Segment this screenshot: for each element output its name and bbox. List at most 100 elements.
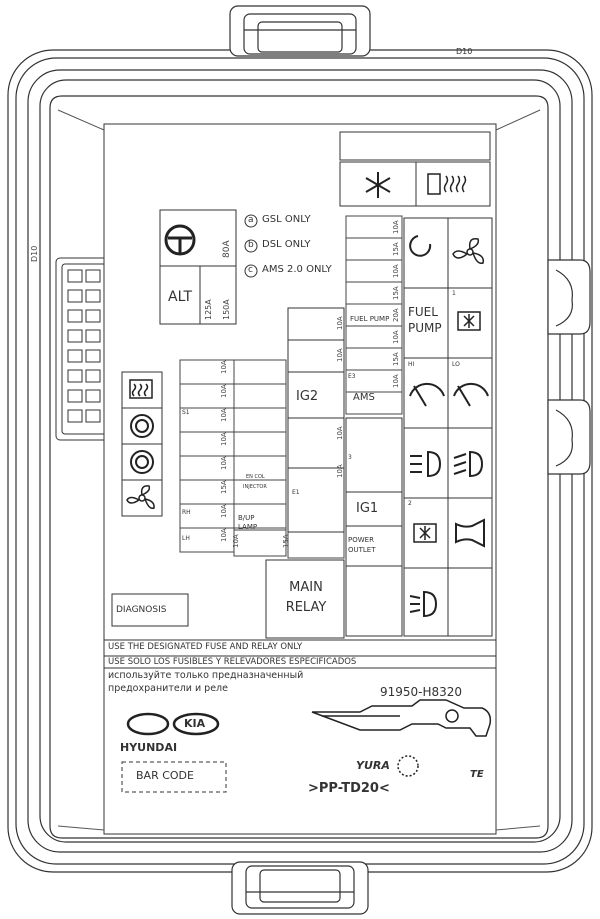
yura-text: YURA — [356, 759, 390, 772]
left-side-mark: D10 — [30, 245, 39, 262]
diagnosis-label: DIAGNOSIS — [116, 605, 167, 615]
kia-logo — [172, 712, 220, 736]
fuse-slot — [233, 529, 287, 557]
connector-pin — [67, 349, 83, 363]
note-ams: AMS 2.0 ONLY — [262, 264, 332, 275]
fuse-rating: 15A — [220, 480, 228, 494]
fuel-pump-large-label: FUEL PUMP — [408, 305, 442, 335]
fuse-rating: 10A — [220, 384, 228, 398]
connector-pin — [67, 409, 83, 423]
note-gsl: GSL ONLY — [262, 214, 311, 225]
fuse-rating: 10A — [220, 408, 228, 422]
fog-lamp-icon — [409, 590, 438, 618]
fuse-rating: 10A — [336, 316, 344, 330]
fuse-slot — [233, 407, 287, 433]
horn-icon — [455, 518, 485, 548]
fuse-rating: 10A — [392, 264, 400, 278]
connector-pin — [67, 389, 83, 403]
fuse-rating: 10A — [232, 534, 240, 548]
alt-top-rating: 80A — [222, 240, 232, 258]
note-dsl: DSL ONLY — [262, 239, 311, 250]
fuse-slot — [287, 531, 345, 559]
fuse-slot — [233, 383, 287, 409]
fuse-rating: 10A — [392, 220, 400, 234]
connector-pin — [85, 289, 101, 303]
fuse-rating: 10A — [392, 374, 400, 388]
fuse-slot — [233, 431, 287, 457]
top-latch — [229, 5, 371, 57]
note-letter-a: a — [248, 215, 254, 225]
fuse-slot — [233, 503, 287, 529]
alt-a-rating: 125A — [204, 299, 213, 320]
bar-code-text: BAR CODE — [136, 769, 194, 782]
e3-label: E3 — [348, 373, 356, 380]
corner-lines — [57, 109, 541, 831]
note-markers — [244, 214, 258, 278]
fuse-rating: 15A — [392, 352, 400, 366]
fuse-rating: 10A — [220, 432, 228, 446]
left-relay-column — [121, 371, 163, 517]
fan-icon-2 — [126, 485, 155, 510]
snowflake-icon — [365, 172, 391, 198]
steering-wheel-icon — [164, 224, 196, 256]
num2-label: 2 — [408, 500, 412, 507]
power-outlet-label: POWER OUTLET — [348, 536, 376, 554]
bup-lamp-label: B/UP LAMP — [238, 514, 258, 531]
fuse-rating: 10A — [220, 504, 228, 518]
relay-grid — [403, 217, 493, 637]
rotate-arrow-icon — [409, 235, 432, 257]
warning-ru-1: используйте только предназначенный — [108, 670, 304, 681]
s1-label: S1 — [182, 409, 190, 416]
wiper-hi-icon — [409, 382, 445, 407]
connector-pin — [85, 349, 101, 363]
connector-pin — [67, 269, 83, 283]
fuse-rating: 10A — [336, 348, 344, 362]
fuel-pump-small-label: FUEL PUMP — [350, 315, 390, 323]
fuse-slot — [179, 359, 235, 385]
headlamp-low-icon — [453, 450, 484, 478]
num3-label: 3 — [348, 454, 352, 461]
fuse-slot — [179, 407, 235, 433]
diagnosis-box — [111, 593, 189, 627]
lh-label: LH — [182, 535, 190, 542]
fuse-slot — [233, 479, 287, 505]
fuse-rating: 15A — [282, 534, 290, 548]
fuel-heater-icon — [427, 173, 467, 195]
connector-pin — [67, 369, 83, 383]
right-top-mark: D10 — [456, 47, 473, 56]
note-letter-b: b — [248, 240, 254, 250]
left-connector-pins — [67, 269, 101, 423]
headlamp-high-icon — [410, 450, 442, 478]
connector-pin — [85, 369, 101, 383]
fuse-rating: 15A — [392, 242, 400, 256]
te-text: TE — [470, 769, 484, 780]
connector-pin — [85, 409, 101, 423]
yura-seal — [397, 755, 419, 777]
climate-block — [339, 131, 491, 207]
ams-label: AMS — [353, 392, 375, 403]
kia-text: KIA — [184, 717, 206, 730]
connector-pin — [85, 329, 101, 343]
connector-pin — [85, 389, 101, 403]
ig-blocks — [265, 307, 403, 639]
fuse-rating: 10A — [336, 464, 344, 478]
en-col-label: EN COL — [246, 474, 265, 480]
warning-ru-2: предохранители и реле — [108, 683, 228, 694]
connector-pin — [67, 289, 83, 303]
bar-code-box — [121, 761, 227, 793]
lo-label: LO — [452, 361, 460, 368]
fan-icon — [452, 237, 485, 265]
injector-label: INJECTOR — [243, 484, 267, 490]
fuse-rating: 20A — [392, 308, 400, 322]
fuse-slot — [179, 383, 235, 409]
fuse-rating: 10A — [336, 426, 344, 440]
ig2-label: IG2 — [296, 389, 319, 404]
warning-es: USE SOLO LOS FUSIBLES Y RELEVADORES ESPE… — [108, 657, 357, 667]
fuse-grid — [179, 215, 403, 559]
warning-lines — [104, 639, 496, 669]
part-number: 91950-H8320 — [380, 685, 463, 699]
connector-pin — [85, 309, 101, 323]
note-letter-c: c — [248, 265, 253, 275]
